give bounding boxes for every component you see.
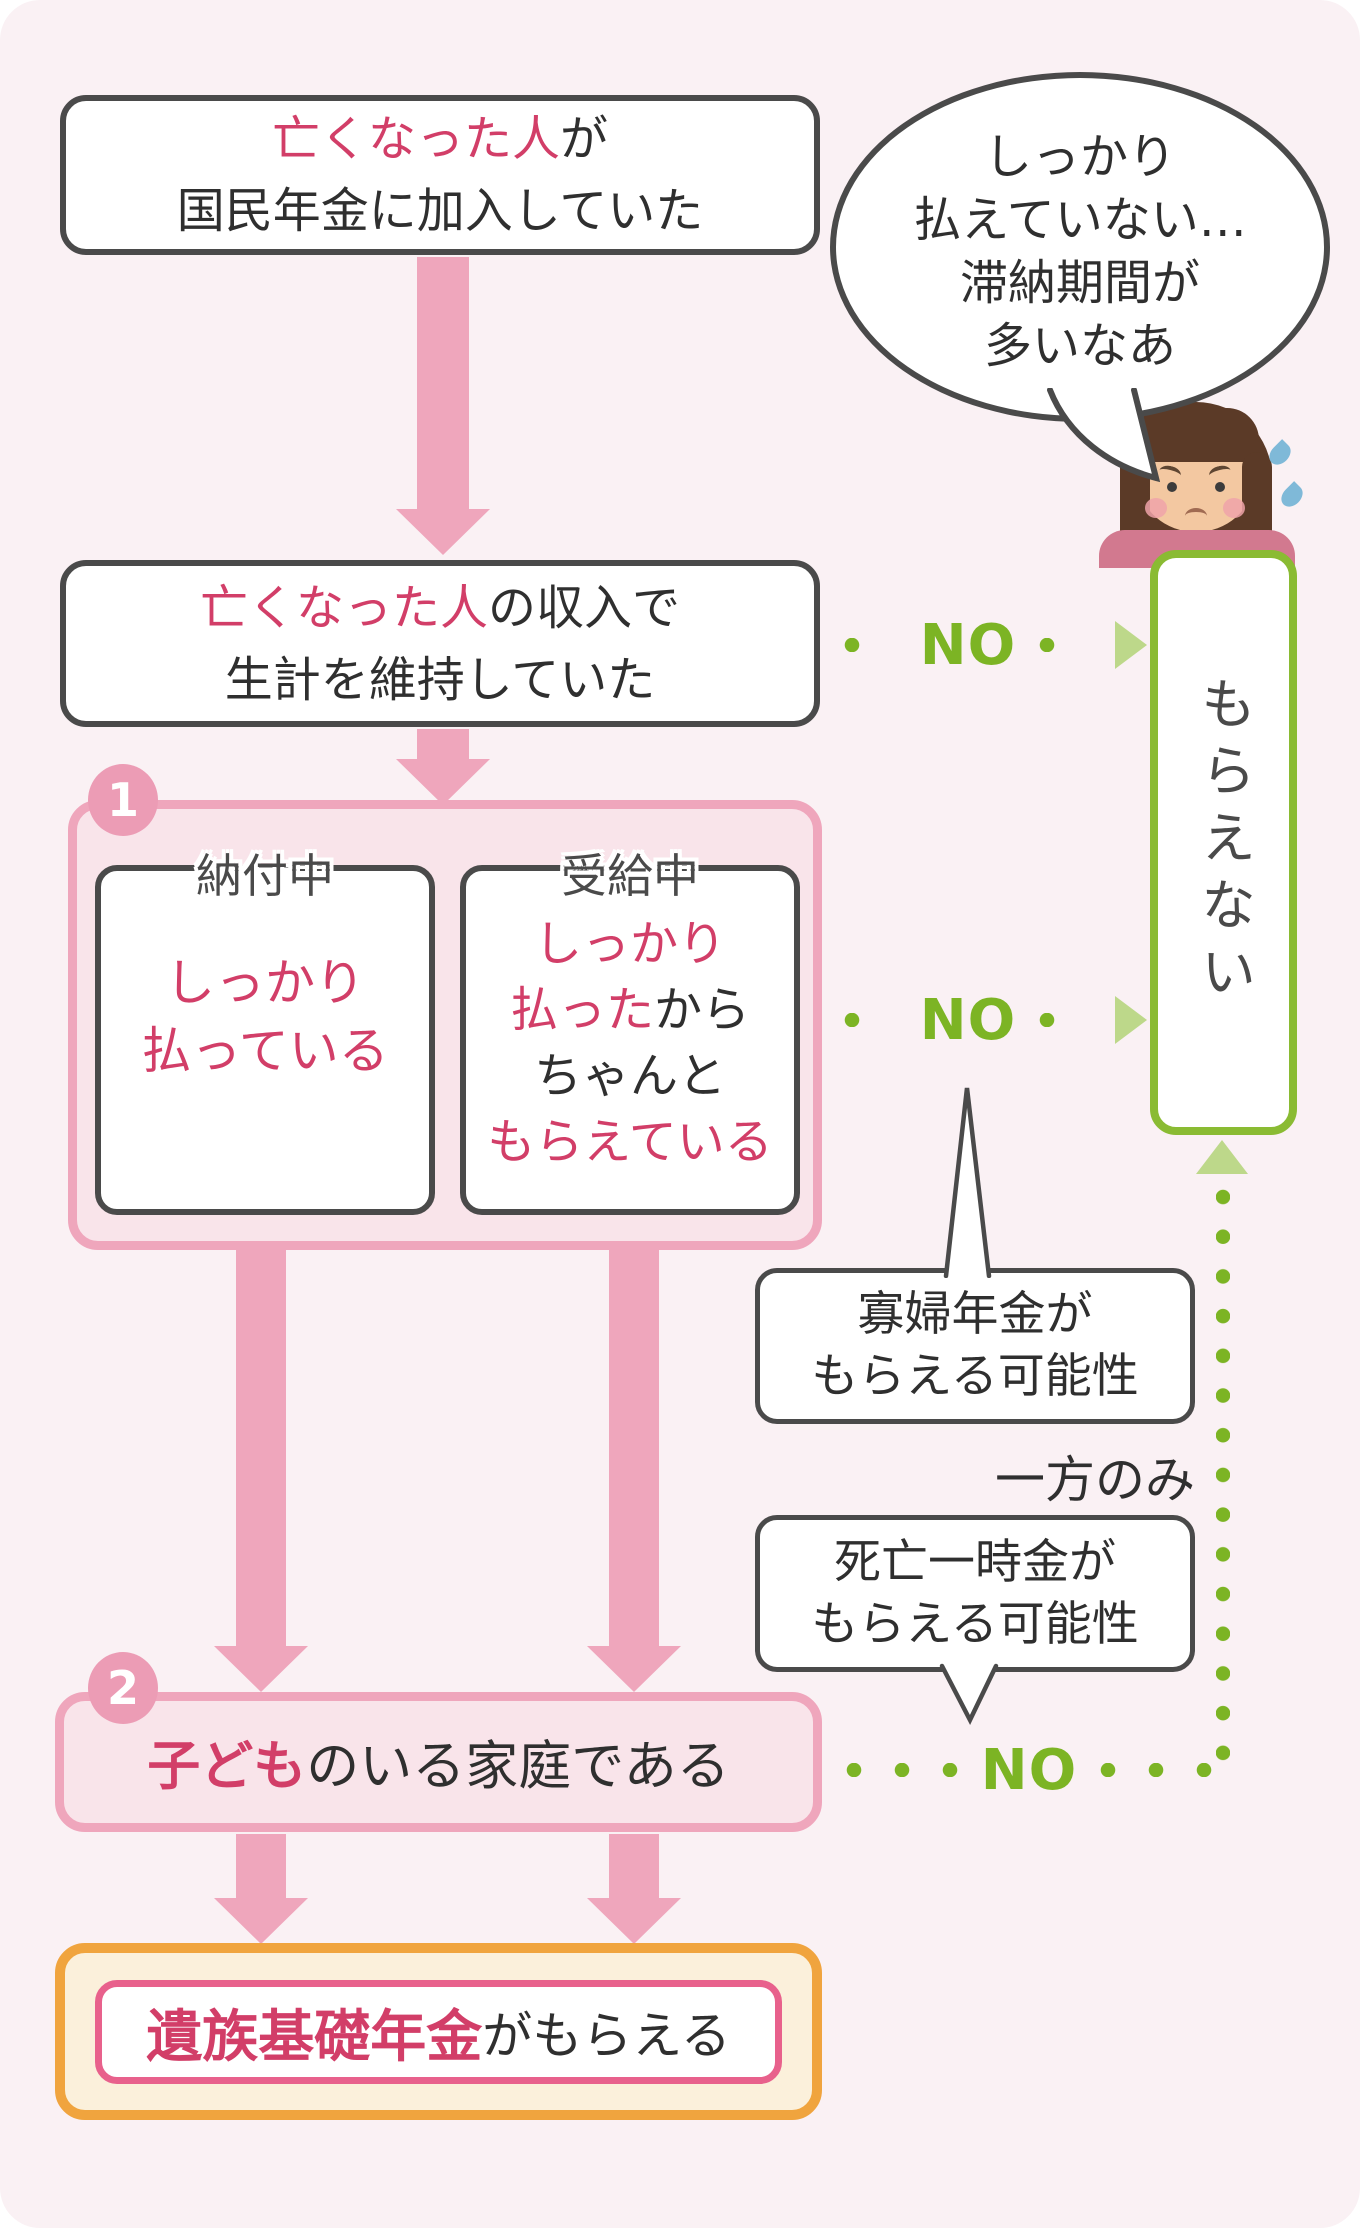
result-inner-box: 遺族基礎年金がもらえる [95, 1980, 782, 2084]
woman-eye-left [1167, 482, 1177, 492]
arrowhead-down-icon [396, 509, 490, 555]
no-connector-2: NO [833, 988, 1148, 1053]
dotted-line-vertical [1216, 1178, 1230, 1772]
sweat-drop-icon [1277, 481, 1307, 511]
paying-line2: 払っている [141, 1022, 389, 1080]
dotted-line [1028, 1013, 1104, 1027]
woman-blush-left [1145, 498, 1167, 518]
flow-arrow-shaft [417, 257, 469, 511]
arrowhead-right-icon [1115, 996, 1148, 1044]
result-highlight: 遺族基礎年金 [146, 2004, 483, 2070]
woman-eye-right [1215, 482, 1225, 492]
widow-callout-line2: もらえる可能性 [811, 1349, 1139, 1404]
lump-sum-callout-tail [939, 1663, 999, 1726]
dotted-line [835, 1763, 969, 1777]
woman-bangs [1133, 408, 1259, 462]
no-connector-1: NO [833, 613, 1148, 678]
arrowhead-right-icon [1115, 621, 1148, 669]
step1-badge: 1 [88, 764, 158, 836]
arrowhead-down-icon [587, 1646, 681, 1692]
widow-callout-line1: 寡婦年金が [857, 1287, 1093, 1342]
lump-sum-line2: もらえる可能性 [811, 1596, 1139, 1652]
flow-arrow-shaft [609, 1834, 659, 1900]
dotted-line [833, 1013, 908, 1027]
bubble-line4: 多いなあ [983, 318, 1176, 374]
receiving-header: 受給中 [561, 849, 699, 903]
paying-box: しっかり 払っている [95, 865, 435, 1215]
step2-badge: 2 [88, 1652, 158, 1724]
income-box-line2: 生計を維持していた [224, 651, 656, 708]
dotted-line [1028, 638, 1104, 652]
bubble-line1: しっかり [983, 129, 1176, 185]
speech-bubble-tail [1047, 388, 1161, 483]
widow-pension-callout: 寡婦年金が もらえる可能性 [755, 1268, 1195, 1424]
flow-arrow-shaft [417, 729, 469, 761]
no-label-1: NO [919, 612, 1017, 678]
step2-highlight: 子ども [147, 1736, 307, 1797]
income-highlight: 亡くなった人 [199, 579, 488, 636]
dotted-line [1089, 1763, 1224, 1777]
no-connector-3: NO [835, 1738, 1224, 1803]
income-box: 亡くなった人の収入で 生計を維持していた [60, 560, 820, 727]
widow-callout-tail [943, 1087, 992, 1278]
receiving-line4: もらえている [487, 1114, 773, 1170]
receiving-line3: ちゃんと [533, 1048, 726, 1104]
arrowhead-down-icon [214, 1646, 308, 1692]
bubble-line3: 滞納期間が [959, 255, 1200, 311]
no-label-2: NO [919, 987, 1017, 1053]
deceased-box-line1: 亡くなった人が [271, 111, 609, 167]
receiving-line2: 払ったから [509, 982, 751, 1038]
paying-line1: しっかり [165, 954, 365, 1012]
woman-blush-right [1223, 498, 1245, 518]
arrowhead-down-icon [587, 1898, 681, 1944]
woman-mouth [1185, 508, 1207, 524]
arrowhead-down-icon [214, 1898, 308, 1944]
arrowhead-up-icon [1196, 1140, 1248, 1174]
deceased-box-line2: 国民年金に加入していた [176, 183, 704, 239]
receiving-box: しっかり 払ったから ちゃんと もらえている [460, 865, 800, 1215]
receiving-line1: しっかり [533, 916, 726, 972]
step2-box: 子どものいる家庭である [55, 1692, 822, 1832]
income-box-line1: 亡くなった人の収入で [199, 579, 681, 636]
flow-arrow-shaft [609, 1248, 659, 1648]
cannot-receive-text: もらえない [1191, 675, 1256, 1010]
speech-bubble: しっかり 払えていない… 滞納期間が 多いなあ [830, 72, 1330, 422]
cannot-receive-box: もらえない [1150, 550, 1297, 1135]
no-label-3: NO [980, 1737, 1078, 1803]
dotted-line [833, 638, 908, 652]
lump-sum-line1: 死亡一時金が [834, 1534, 1116, 1590]
flow-arrow-shaft [236, 1834, 286, 1900]
only-one-label: 一方のみ [995, 1451, 1195, 1509]
flow-arrow-shaft [236, 1248, 286, 1648]
bubble-line2: 払えていない… [913, 192, 1247, 248]
arrowhead-down-icon [396, 759, 490, 805]
deceased-box: 亡くなった人が 国民年金に加入していた [60, 95, 820, 255]
deceased-highlight: 亡くなった人 [271, 111, 560, 167]
lump-sum-callout: 死亡一時金が もらえる可能性 [755, 1515, 1195, 1672]
paying-header: 納付中 [196, 849, 334, 903]
